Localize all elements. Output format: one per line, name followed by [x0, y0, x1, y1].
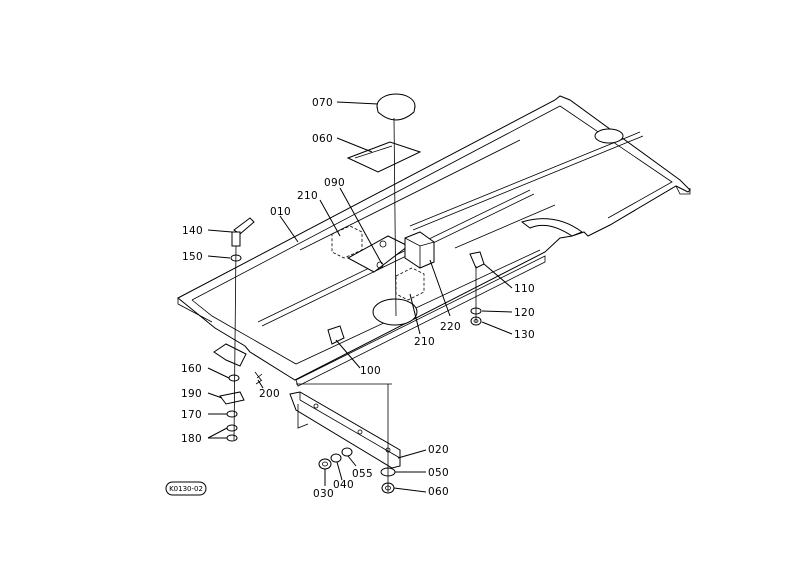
cover-plate-060 [346, 141, 422, 173]
label-150: 150 [182, 251, 203, 263]
bracket-plate-020 [289, 391, 401, 469]
label-200: 200 [259, 388, 280, 400]
label-180: 180 [181, 433, 202, 445]
washer-040 [330, 453, 342, 463]
label-100: 100 [360, 365, 381, 377]
label-010: 010 [270, 206, 291, 218]
washer-170 [226, 410, 238, 418]
label-060: 060 [312, 133, 333, 145]
label-190: 190 [181, 388, 202, 400]
label-130: 130 [514, 329, 535, 341]
label-210-top: 210 [297, 190, 318, 202]
label-050: 050 [428, 467, 449, 479]
label-220: 220 [440, 321, 461, 333]
block-220 [404, 231, 435, 269]
label-070: 070 [312, 97, 333, 109]
center-lines [233, 117, 477, 492]
floor-plate [177, 95, 691, 387]
label-040: 040 [333, 479, 354, 491]
label-160: 160 [181, 363, 202, 375]
plate-190 [219, 391, 245, 405]
clip-100 [327, 325, 345, 345]
latch-140 [231, 217, 255, 247]
label-140: 140 [182, 225, 203, 237]
washer-160 [228, 374, 240, 382]
cap-070 [376, 93, 416, 121]
leader-lines [207, 101, 513, 493]
dashed-block-210a [331, 225, 363, 259]
bracket-edge [297, 404, 309, 429]
label-060-bottom: 060 [428, 486, 449, 498]
nut-030 [318, 458, 332, 470]
latch-bracket [213, 343, 247, 367]
spring-200 [254, 371, 263, 385]
drawing-ref-badge: K0130-02 [165, 481, 207, 496]
label-210-bottom: 210 [414, 336, 435, 348]
label-020: 020 [428, 444, 449, 456]
part-labels: 070 060 090 210 010 140 150 110 120 130 … [181, 97, 535, 500]
label-120: 120 [514, 307, 535, 319]
nut-180b [226, 434, 238, 442]
label-090: 090 [324, 177, 345, 189]
drawing-ref-text: K0130-02 [169, 485, 203, 493]
label-110: 110 [514, 283, 535, 295]
nut-180a [226, 424, 238, 432]
label-170: 170 [181, 409, 202, 421]
label-055: 055 [352, 468, 373, 480]
label-030: 030 [313, 488, 334, 500]
washer-055 [341, 447, 353, 457]
